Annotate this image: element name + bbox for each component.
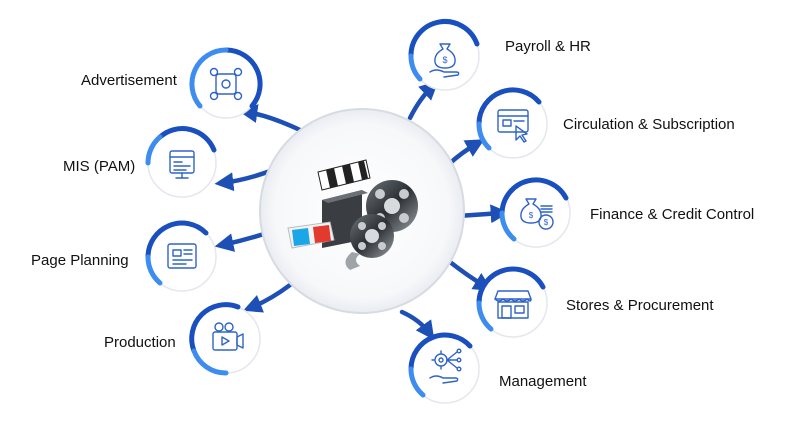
node-management[interactable] xyxy=(408,332,480,404)
blueprint-layout-icon xyxy=(167,243,197,269)
label-advertisement: Advertisement xyxy=(81,72,177,89)
node-production[interactable] xyxy=(189,302,261,376)
label-page-planning: Page Planning xyxy=(31,252,129,269)
connector-payroll xyxy=(407,80,439,121)
svg-text:$: $ xyxy=(529,211,534,220)
report-dashboard-icon xyxy=(169,150,195,179)
money-bag-hand-icon: $ xyxy=(429,43,460,78)
label-production: Production xyxy=(104,334,176,351)
node-page-planning[interactable] xyxy=(145,220,217,292)
label-mis: MIS (PAM) xyxy=(63,158,136,175)
node-payroll[interactable]: $ xyxy=(408,19,480,91)
connector-advertisement xyxy=(238,104,303,133)
hub-circle xyxy=(259,108,465,314)
svg-text:$: $ xyxy=(442,55,447,65)
film-reel-clapperboard-3d-glasses-icon xyxy=(287,159,418,270)
node-circulation[interactable] xyxy=(476,87,548,159)
node-stores[interactable] xyxy=(476,266,548,338)
label-payroll: Payroll & HR xyxy=(505,38,591,55)
connector-management xyxy=(399,309,435,341)
label-stores: Stores & Procurement xyxy=(566,297,714,314)
svg-text:$: $ xyxy=(544,218,549,227)
connector-finance xyxy=(455,204,510,224)
node-advertisement[interactable] xyxy=(189,47,263,119)
money-bag-coins-icon: $ $ xyxy=(520,198,554,230)
label-circulation: Circulation & Subscription xyxy=(563,116,735,133)
storefront-icon xyxy=(494,290,532,319)
node-finance[interactable]: $ $ xyxy=(499,177,571,248)
connector-circulation xyxy=(445,139,485,168)
video-camera-icon xyxy=(212,322,244,351)
label-finance: Finance & Credit Control xyxy=(590,206,755,223)
connector-production xyxy=(242,282,293,313)
node-mis[interactable] xyxy=(145,126,217,198)
label-management: Management xyxy=(499,373,587,390)
connector-stores xyxy=(447,259,493,291)
gear-hand-icon xyxy=(429,348,462,384)
social-media-icon xyxy=(209,67,243,101)
browser-click-icon xyxy=(497,109,529,143)
